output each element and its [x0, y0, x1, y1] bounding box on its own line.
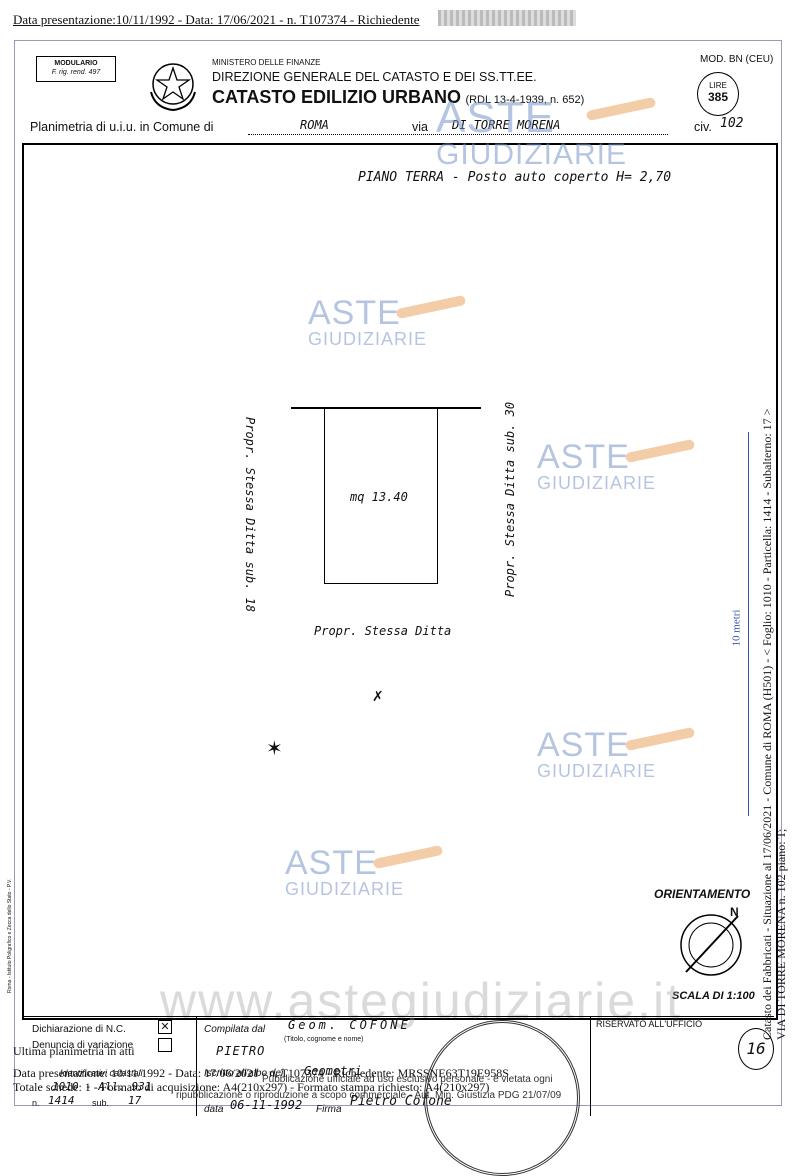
modulario-label: MODULARIO — [54, 60, 98, 67]
scale-bar-label: 10 metri — [730, 609, 743, 647]
sub-value: 17 — [128, 1094, 142, 1107]
catasto-title: CATASTO EDILIZIO URBANO (RDL 13-4-1939, … — [212, 87, 584, 108]
via-label: via — [412, 120, 428, 134]
watermark-aste: ASTE GIUDIZIARIE — [308, 294, 467, 348]
scala-label: SCALA DI 1:100 — [672, 990, 755, 1002]
modulario-sub: F. rig. rend. 497 — [51, 69, 101, 76]
margin-line-1: Catasto dei Fabbricati - Situazione al 1… — [760, 408, 774, 1040]
direction-label: DIREZIONE GENERALE DEL CATASTO E DEI SS.… — [212, 70, 537, 84]
n-value: 1414 — [48, 1094, 75, 1107]
ripub-line-2: ripubblicazione o riproduzione a scopo c… — [176, 1090, 562, 1101]
n-label: n. — [32, 1098, 40, 1108]
watermark-aste: ASTE GIUDIZIARIE — [537, 726, 696, 780]
dichiarazione-label: Dichiarazione di N.C. — [32, 1024, 126, 1035]
bottom-prop-label: Propr. Stessa Ditta — [314, 624, 452, 638]
civ-label: civ. — [694, 120, 712, 134]
watermark-aste: ASTE GIUDIZIARIE — [436, 96, 657, 170]
footer-divider-1 — [196, 1016, 197, 1116]
catasto-margin-text: Catasto dei Fabbricati - Situazione al 1… — [760, 320, 788, 1040]
ripub-line-1: Pubblicazione ufficiale ad uso esclusivo… — [262, 1074, 553, 1085]
page-number: 16 — [746, 1039, 766, 1058]
area-label: mq 13.40 — [350, 490, 408, 504]
lire-label: LIRE — [709, 81, 727, 90]
rdl-label: (RDL 13-4-1939, n. 652) — [465, 94, 585, 106]
ink-speck: ✗ — [372, 688, 384, 704]
footer-area — [22, 1016, 774, 1117]
dotted-underline — [248, 134, 668, 135]
titolo-label: (Titolo, cognome e nome) — [284, 1036, 364, 1043]
foglio-value: 1010 - All. 931 — [52, 1080, 152, 1093]
ministry-label: MINISTERO DELLE FINANZE — [212, 58, 321, 67]
watermark-aste: ASTE GIUDIZIARIE — [537, 438, 696, 492]
denuncia-checkbox — [158, 1038, 172, 1052]
sub-label: sub. — [92, 1098, 110, 1108]
drawing-frame — [22, 143, 778, 1020]
firma-label: Firma — [316, 1104, 342, 1115]
lire-stamp: LIRE 385 — [697, 72, 739, 116]
emblem-icon — [145, 56, 201, 112]
overlay-line-3: Totale schede: 1 - Formato di acquisizio… — [13, 1080, 490, 1094]
overlay-line-2: Data presentazione: 10/11/1992 - Data: 1… — [13, 1066, 509, 1080]
watermark-aste: ASTE GIUDIZIARIE — [285, 844, 444, 898]
overlay-line-1: Ultima planimetria in atti — [13, 1044, 135, 1058]
page-number-circle: 16 — [738, 1028, 774, 1070]
iscritto-value: Geometri — [304, 1064, 362, 1078]
dichiarazione-checkbox: ✕ — [158, 1020, 172, 1034]
mod-label: MOD. BN (CEU) — [700, 54, 774, 65]
margin-line-2: VIA DI TORRE MORENA n. 102 piano: T; — [774, 828, 788, 1040]
parking-space — [324, 407, 438, 584]
north-label: N — [730, 905, 739, 919]
data-label: data — [204, 1104, 224, 1115]
modulario-box: MODULARIO F. rig. rend. 497 — [36, 56, 116, 82]
planimetria-label: Planimetria di u.i.u. in Comune di — [30, 120, 214, 134]
data-value: 06-11-1992 — [230, 1098, 303, 1112]
via-value: DI TORRE MORENA — [452, 118, 561, 132]
ink-speck: ✶ — [266, 738, 283, 760]
side-stamp: Roma - Istituto Poligrafico e Zecca dell… — [7, 878, 13, 993]
compass-icon — [676, 910, 746, 980]
right-prop-label: Propr. Stessa Ditta sub. 30 — [503, 401, 517, 597]
top-line: Data presentazione:10/11/1992 - Data: 17… — [13, 12, 420, 27]
footer-divider-2 — [590, 1016, 591, 1116]
planimetria-line: Planimetria di u.i.u. in Comune di ROMA … — [30, 116, 778, 134]
identificativi-label: Identificativi catastali — [60, 1068, 143, 1078]
comune-value: ROMA — [300, 118, 329, 132]
iscritto-label: Iscritto all'albo dei — [204, 1068, 284, 1079]
redacted-block — [438, 10, 576, 26]
compilata-label: Compilata dal — [204, 1024, 266, 1035]
catasto-label: CATASTO EDILIZIO URBANO — [212, 87, 461, 107]
left-prop-label: Propr. Stessa Ditta sub. 18 — [243, 417, 257, 613]
top-wall — [291, 407, 481, 409]
piano-label: PIANO TERRA - Posto auto coperto H= 2,70 — [358, 170, 672, 185]
compilata-value: Geom. COFONE — [288, 1018, 411, 1032]
orientamento-label: ORIENTAMENTO — [654, 887, 751, 901]
scale-bar — [748, 432, 749, 816]
riservato-label: RISERVATO ALL'UFFICIO — [596, 1019, 703, 1029]
page-frame — [14, 40, 782, 1106]
nome-value: PIETRO — [216, 1044, 266, 1058]
watermark-url: www.astegiudiziarie.it — [160, 973, 682, 1029]
lire-value: 385 — [707, 90, 729, 104]
denuncia-label: Denuncia di variazione — [32, 1040, 134, 1051]
civ-value: 102 — [720, 116, 744, 131]
